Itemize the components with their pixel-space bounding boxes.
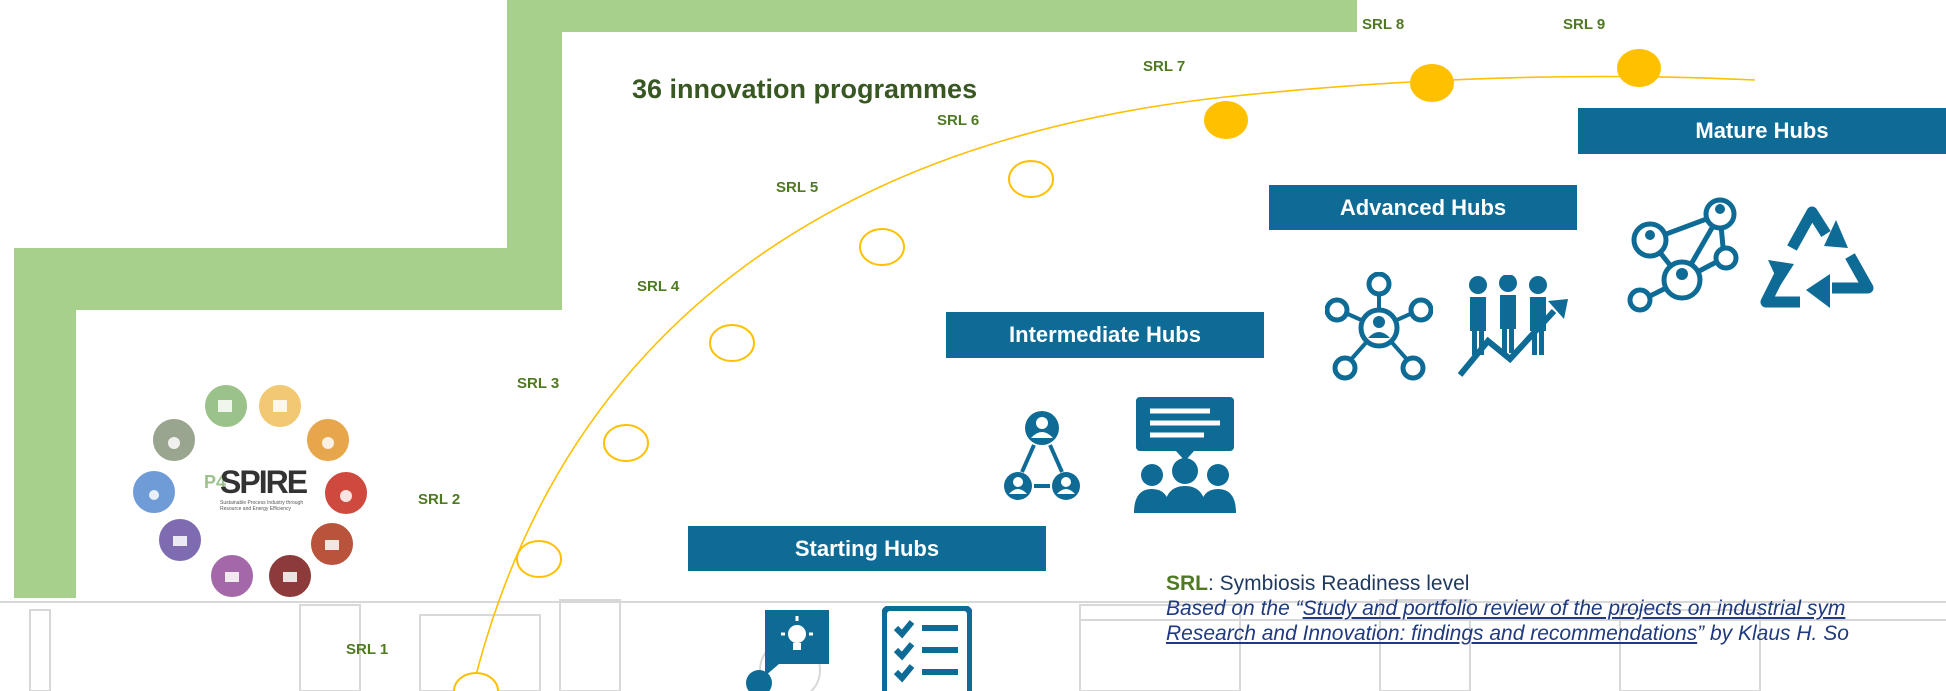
- srl-label-8: SRL 8: [1362, 16, 1405, 33]
- people-connection-icon: [1004, 411, 1080, 500]
- srl-def-text: : Symbiosis Readiness level: [1208, 572, 1470, 595]
- srl-label-5: SRL 5: [776, 179, 819, 196]
- srl-milestone-1: [453, 672, 499, 691]
- srl-label-9: SRL 9: [1563, 16, 1606, 33]
- srl-milestone-5: [859, 228, 905, 266]
- spire-sector-circles: [131, 383, 369, 599]
- srl-milestone-2: [516, 540, 562, 578]
- srl-label-3: SRL 3: [517, 375, 560, 392]
- study-link-part-2[interactable]: Research and Innovation: findings and re…: [1166, 622, 1698, 645]
- people-network-icon: [1627, 197, 1739, 313]
- spire-logo-text: SPIRE: [220, 464, 308, 500]
- step-decoration-left: [14, 248, 76, 598]
- spire-logo-prefix: P4: [204, 472, 227, 492]
- network-hub-icon: [1325, 272, 1433, 381]
- srl-milestone-3: [603, 424, 649, 462]
- mature-hubs-banner: Mature Hubs: [1578, 108, 1946, 154]
- srl-abbr: SRL: [1166, 572, 1208, 595]
- checklist-icon: [882, 606, 972, 691]
- recycle-icon: [1760, 206, 1874, 308]
- srl-milestone-4: [709, 324, 755, 362]
- meeting-presentation-icon: [1134, 397, 1236, 513]
- study-link-part-1[interactable]: Study and portfolio review of the projec…: [1302, 597, 1846, 620]
- step-decoration-shelf: [14, 248, 562, 310]
- starting-hubs-banner: Starting Hubs: [688, 526, 1046, 571]
- team-growth-icon: [1458, 275, 1568, 377]
- intermediate-hubs-banner: Intermediate Hubs: [946, 312, 1264, 358]
- background-factory-sketch: [0, 599, 1946, 691]
- srl-definition: SRL: Symbiosis Readiness level: [1166, 572, 1469, 596]
- spire-logo-cluster: P4 SPIRE Sustainable Process Industry th…: [120, 368, 380, 608]
- srl-label-1: SRL 1: [346, 641, 389, 658]
- srl-label-6: SRL 6: [937, 112, 980, 129]
- srl-label-4: SRL 4: [637, 278, 680, 295]
- spire-tagline: Sustainable Process Industry through Res…: [220, 500, 304, 512]
- srl-milestone-8: [1410, 64, 1454, 102]
- srl-milestone-9: [1617, 49, 1661, 87]
- author-suffix: ” by Klaus H. So: [1697, 622, 1849, 645]
- srl-label-2: SRL 2: [418, 491, 461, 508]
- srl-milestone-6: [1008, 160, 1054, 198]
- based-prefix: Based on the “: [1166, 597, 1303, 620]
- source-line-2: Research and Innovation: findings and re…: [1166, 622, 1849, 646]
- srl-milestone-7: [1204, 101, 1248, 139]
- panel-lower: [76, 310, 1946, 691]
- advanced-hubs-banner: Advanced Hubs: [1269, 185, 1577, 230]
- srl-arc-line: [471, 75, 1756, 691]
- idea-speech-icon: [746, 610, 829, 691]
- srl-label-7: SRL 7: [1143, 58, 1186, 75]
- source-line-1: Based on the “Study and portfolio review…: [1166, 597, 1845, 621]
- page-title: 36 innovation programmes: [632, 74, 978, 104]
